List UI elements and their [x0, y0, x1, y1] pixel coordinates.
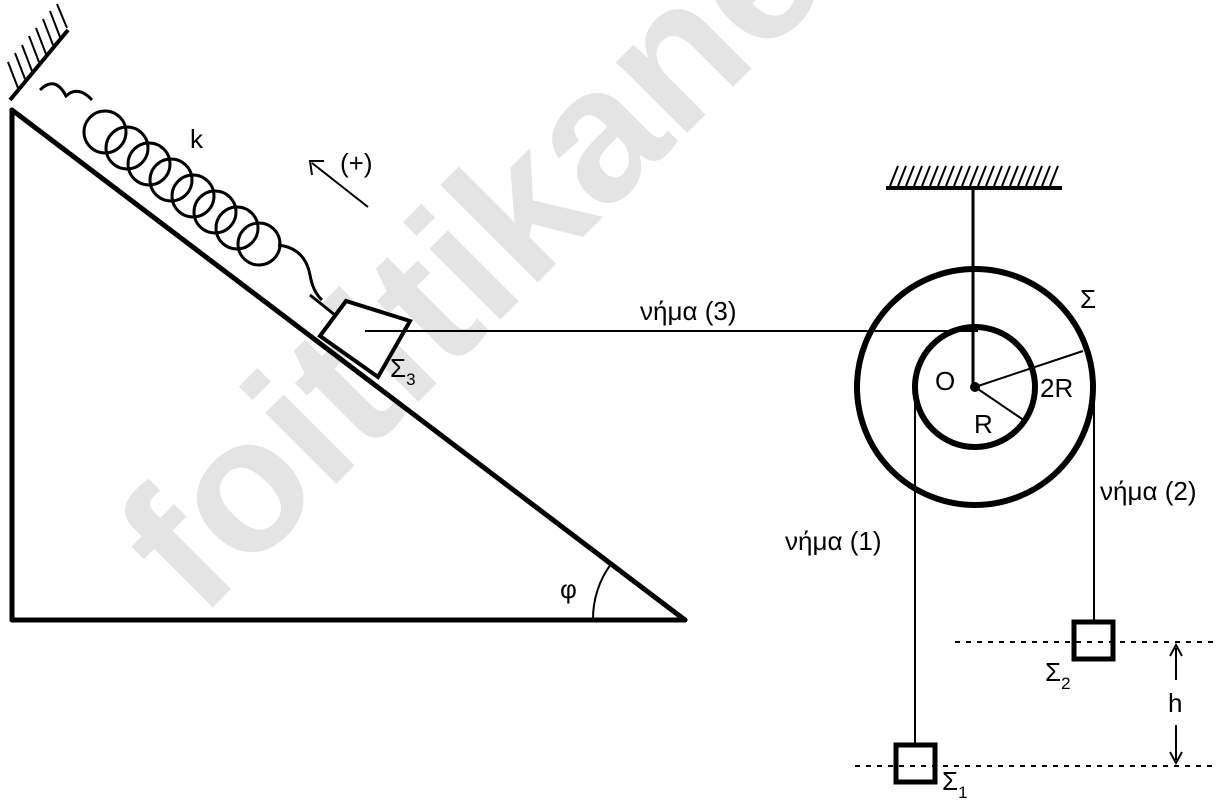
spring-constant-label: k [190, 124, 204, 154]
block-1-label: Σ1 [942, 766, 968, 802]
block-3-label: Σ3 [390, 353, 416, 389]
block-2-label: Σ2 [1045, 657, 1071, 693]
block-sigma-3 [317, 298, 413, 380]
string-2-label: νήμα (2) [1100, 476, 1196, 506]
pulley-label: Σ [1080, 284, 1096, 314]
block-sigma-1 [893, 742, 938, 785]
center-label: O [935, 366, 955, 396]
positive-direction-label: (+) [340, 148, 373, 178]
block-sigma-2 [1071, 619, 1116, 662]
pulley-center [970, 382, 980, 392]
height-label: h [1168, 688, 1182, 718]
outer-radius-label: 2R [1040, 373, 1073, 403]
ceiling-support-right [886, 165, 1062, 190]
string-3-label: νήμα (3) [640, 296, 736, 326]
inner-radius-label: R [974, 409, 993, 439]
height-arrows [1169, 642, 1183, 766]
string-1-label: νήμα (1) [785, 526, 881, 556]
watermark: foititikanet [79, 0, 908, 649]
spring [38, 82, 336, 317]
positive-direction-arrow [308, 160, 369, 208]
angle-arc [591, 563, 612, 621]
angle-label: φ [560, 574, 577, 604]
inclined-plane [9, 107, 688, 623]
wall-support-left [7, 3, 70, 102]
